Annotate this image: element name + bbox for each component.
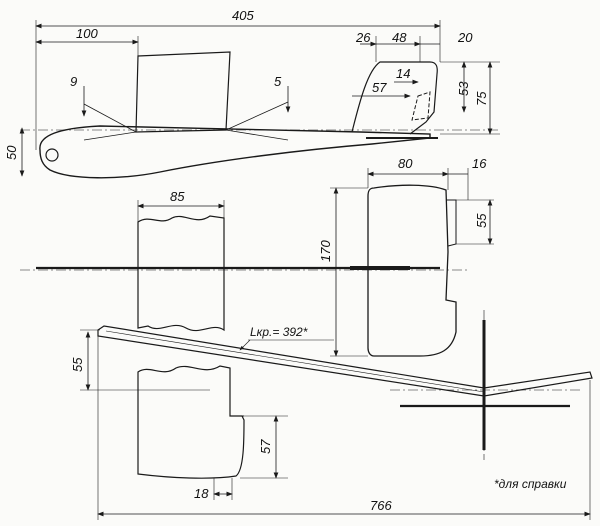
dim-wing-angle: 9 <box>70 74 77 89</box>
dim-dihedral-55: 55 <box>70 357 85 372</box>
dim-fin-57: 57 <box>372 80 387 95</box>
dim-fin-48: 48 <box>392 30 407 45</box>
dim-semispan: 766 <box>370 498 392 513</box>
wing-side-outline <box>135 51 231 133</box>
dim-overall-length: 405 <box>232 8 254 23</box>
dim-stab-chord: 80 <box>398 156 413 171</box>
stab-angle-line-2 <box>225 129 289 141</box>
line-length-label: Lкр.= 392* <box>250 325 308 339</box>
dim-fin-20: 20 <box>457 30 473 45</box>
reference-note: *для справки <box>494 477 567 491</box>
wing-top-section <box>137 215 225 332</box>
rudder-tab <box>411 91 431 121</box>
dim-stab-tip: 16 <box>472 156 487 171</box>
stabilizer-outline <box>367 184 457 357</box>
leader-arrow <box>239 339 251 351</box>
side-view: 9 5 405 100 50 26 48 20 57 14 53 <box>4 8 500 179</box>
tow-hook-hole <box>45 148 59 162</box>
dim-fin-53: 53 <box>456 81 471 96</box>
top-view: 85 80 16 55 170 <box>20 156 494 357</box>
dim-tip-18: 18 <box>194 486 209 501</box>
dim-fuselage-depth: 50 <box>4 145 19 160</box>
dim-stab-55: 55 <box>474 213 489 228</box>
wing-spar-line <box>105 330 485 393</box>
wing-tip-panel <box>137 365 245 479</box>
dim-tip-57: 57 <box>258 439 273 454</box>
dim-nose-wing: 100 <box>76 26 98 41</box>
stab-angle-line <box>225 101 289 131</box>
dim-wing-chord: 85 <box>170 189 185 204</box>
fuselage-outline <box>39 125 431 179</box>
dim-stab-angle: 5 <box>274 74 282 89</box>
fin-outline <box>351 61 438 135</box>
dim-fin-14: 14 <box>396 66 410 81</box>
dihedral-wing <box>97 325 593 397</box>
wing-angle-line-2 <box>83 131 137 141</box>
dim-fin-26: 26 <box>355 30 371 45</box>
elevator-tab <box>446 199 457 247</box>
front-view: Lкр.= 392* 55 57 18 766 *для справки <box>70 310 593 520</box>
wing-angle-line <box>83 103 137 133</box>
dim-fin-75: 75 <box>474 91 489 106</box>
dim-stab-span: 170 <box>318 240 333 262</box>
